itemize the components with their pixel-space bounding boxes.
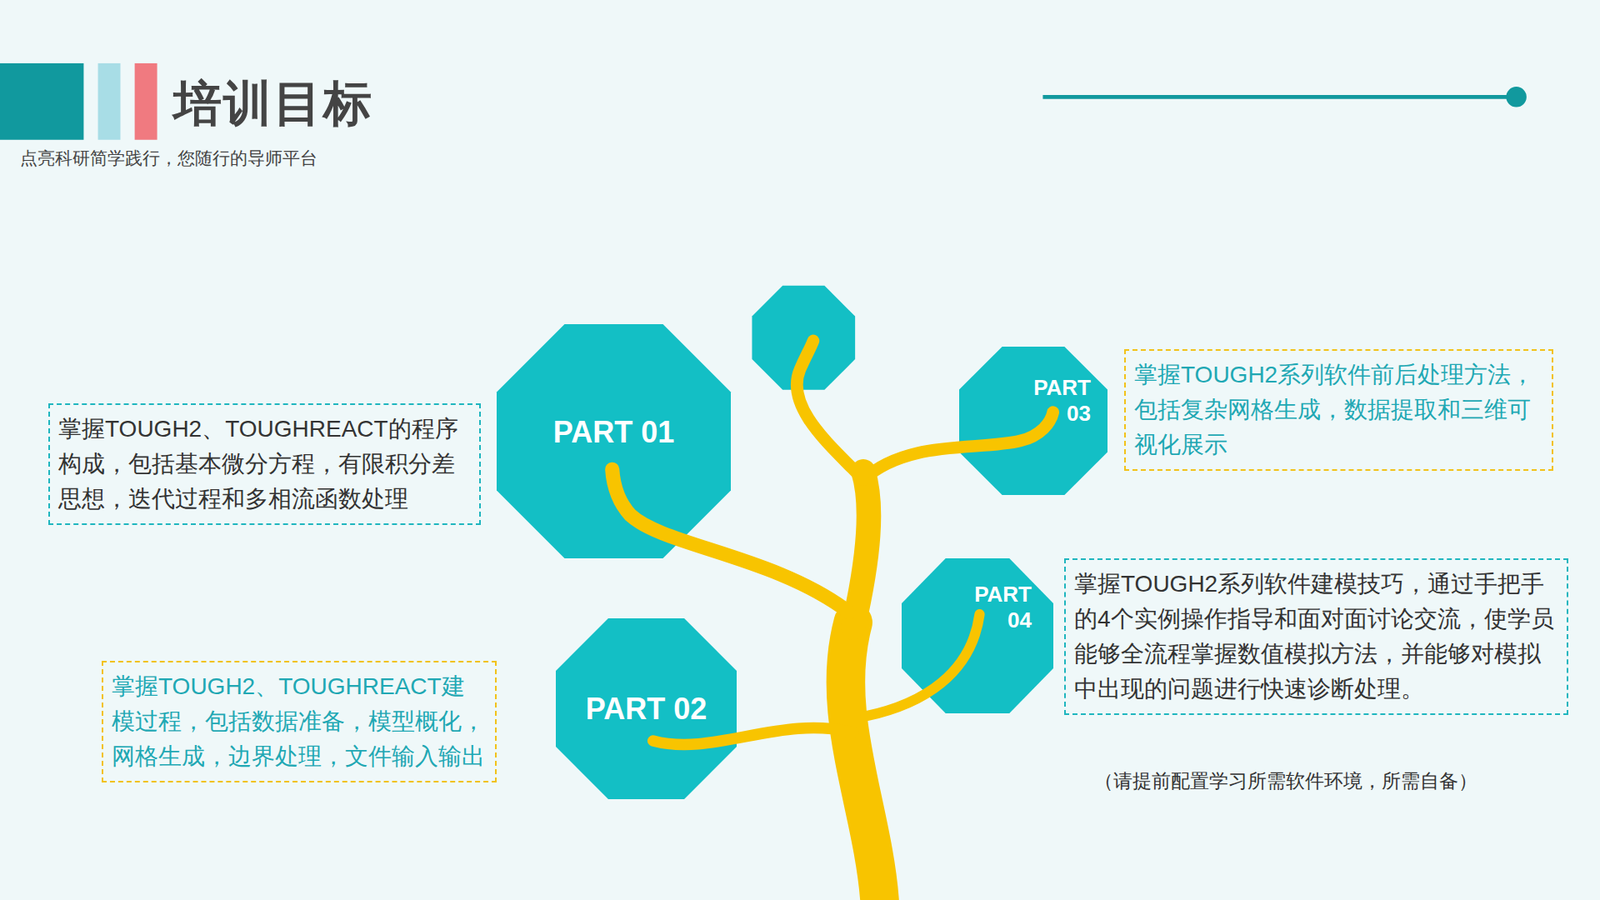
header-block — [0, 63, 84, 140]
subtitle: 点亮科研简学践行，您随行的导师平台 — [20, 146, 318, 170]
part-label: PART 02 — [585, 691, 707, 727]
part-octagon: PART 04 — [901, 558, 1054, 714]
tree-trunk — [853, 471, 870, 628]
description-text: 掌握TOUGH2系列软件前后处理方法，包括复杂网格生成，数据提取和三维可视化展示 — [1134, 357, 1544, 463]
header-line — [1042, 95, 1512, 100]
tree-branch — [653, 728, 854, 745]
description-text: 掌握TOUGH2、TOUGHREACT的程序构成，包括基本微分方程，有限积分差思… — [58, 411, 471, 517]
header-bar — [135, 63, 158, 140]
description-box: 掌握TOUGH2系列软件建模技巧，通过手把手的4个实例操作指导和面对面讨论交流，… — [1064, 558, 1569, 715]
header-bar — [98, 63, 121, 140]
tree-branch — [796, 340, 864, 480]
part-label: PART 04 — [951, 581, 1032, 634]
octagon-fill — [901, 558, 1054, 714]
note: （请提前配置学习所需软件环境，所需自备） — [1094, 768, 1478, 795]
octagon-shape — [901, 558, 1054, 714]
description-box: 掌握TOUGH2、TOUGHREACT的程序构成，包括基本微分方程，有限积分差思… — [48, 403, 481, 525]
octagon-fill — [959, 346, 1108, 495]
tree — [612, 340, 1054, 900]
page-title: 培训目标 — [173, 71, 374, 137]
description-box: 掌握TOUGH2、TOUGHREACT建模过程，包括数据准备，模型概化，网格生成… — [101, 660, 497, 783]
octagon-fill — [555, 618, 737, 800]
part-octagon: PART 03 — [959, 346, 1108, 495]
description-text: 掌握TOUGH2、TOUGHREACT建模过程，包括数据准备，模型概化，网格生成… — [111, 669, 487, 775]
description-text: 掌握TOUGH2系列软件建模技巧，通过手把手的4个实例操作指导和面对面讨论交流，… — [1074, 566, 1559, 707]
tree-branch — [612, 469, 850, 612]
description-box: 掌握TOUGH2系列软件前后处理方法，包括复杂网格生成，数据提取和三维可视化展示 — [1124, 349, 1554, 471]
octagon-fill — [496, 324, 731, 559]
tree-trunk — [845, 622, 880, 900]
part-octagon: PART 02 — [555, 618, 737, 800]
tree-branch — [865, 614, 980, 716]
part-label: PART 01 — [553, 415, 675, 450]
tree-branch — [863, 412, 1054, 480]
header-dot — [1505, 86, 1526, 107]
part-label: PART 03 — [1010, 375, 1091, 427]
part-octagon: PART 01 — [496, 324, 731, 559]
